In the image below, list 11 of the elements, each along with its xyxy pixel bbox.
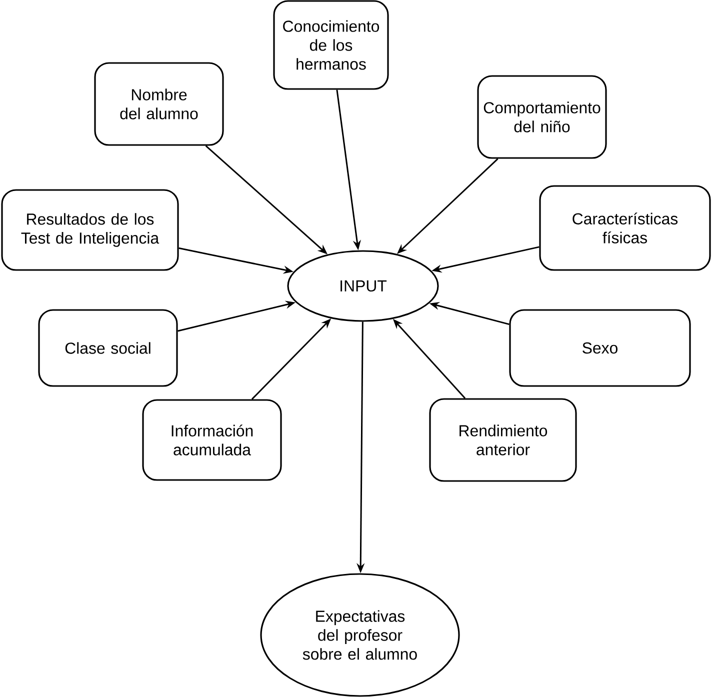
rounded-box: Clase social xyxy=(38,309,178,387)
ellipse-node: INPUT xyxy=(287,250,439,322)
rounded-box: Conocimiento de los hermanos xyxy=(273,0,389,90)
rounded-box: Rendimiento anterior xyxy=(429,398,577,482)
rounded-box: Comportamiento del niño xyxy=(477,75,607,159)
rounded-box: Resultados de los Test de Inteligencia xyxy=(1,189,179,271)
rounded-box: Características físicas xyxy=(539,185,711,271)
ellipse-node: Expectativas del profesor sobre el alumno xyxy=(260,573,460,697)
rounded-box: Sexo xyxy=(509,309,691,387)
rounded-box: Información acumulada xyxy=(142,399,282,481)
rounded-box: Nombre del alumno xyxy=(94,62,224,146)
